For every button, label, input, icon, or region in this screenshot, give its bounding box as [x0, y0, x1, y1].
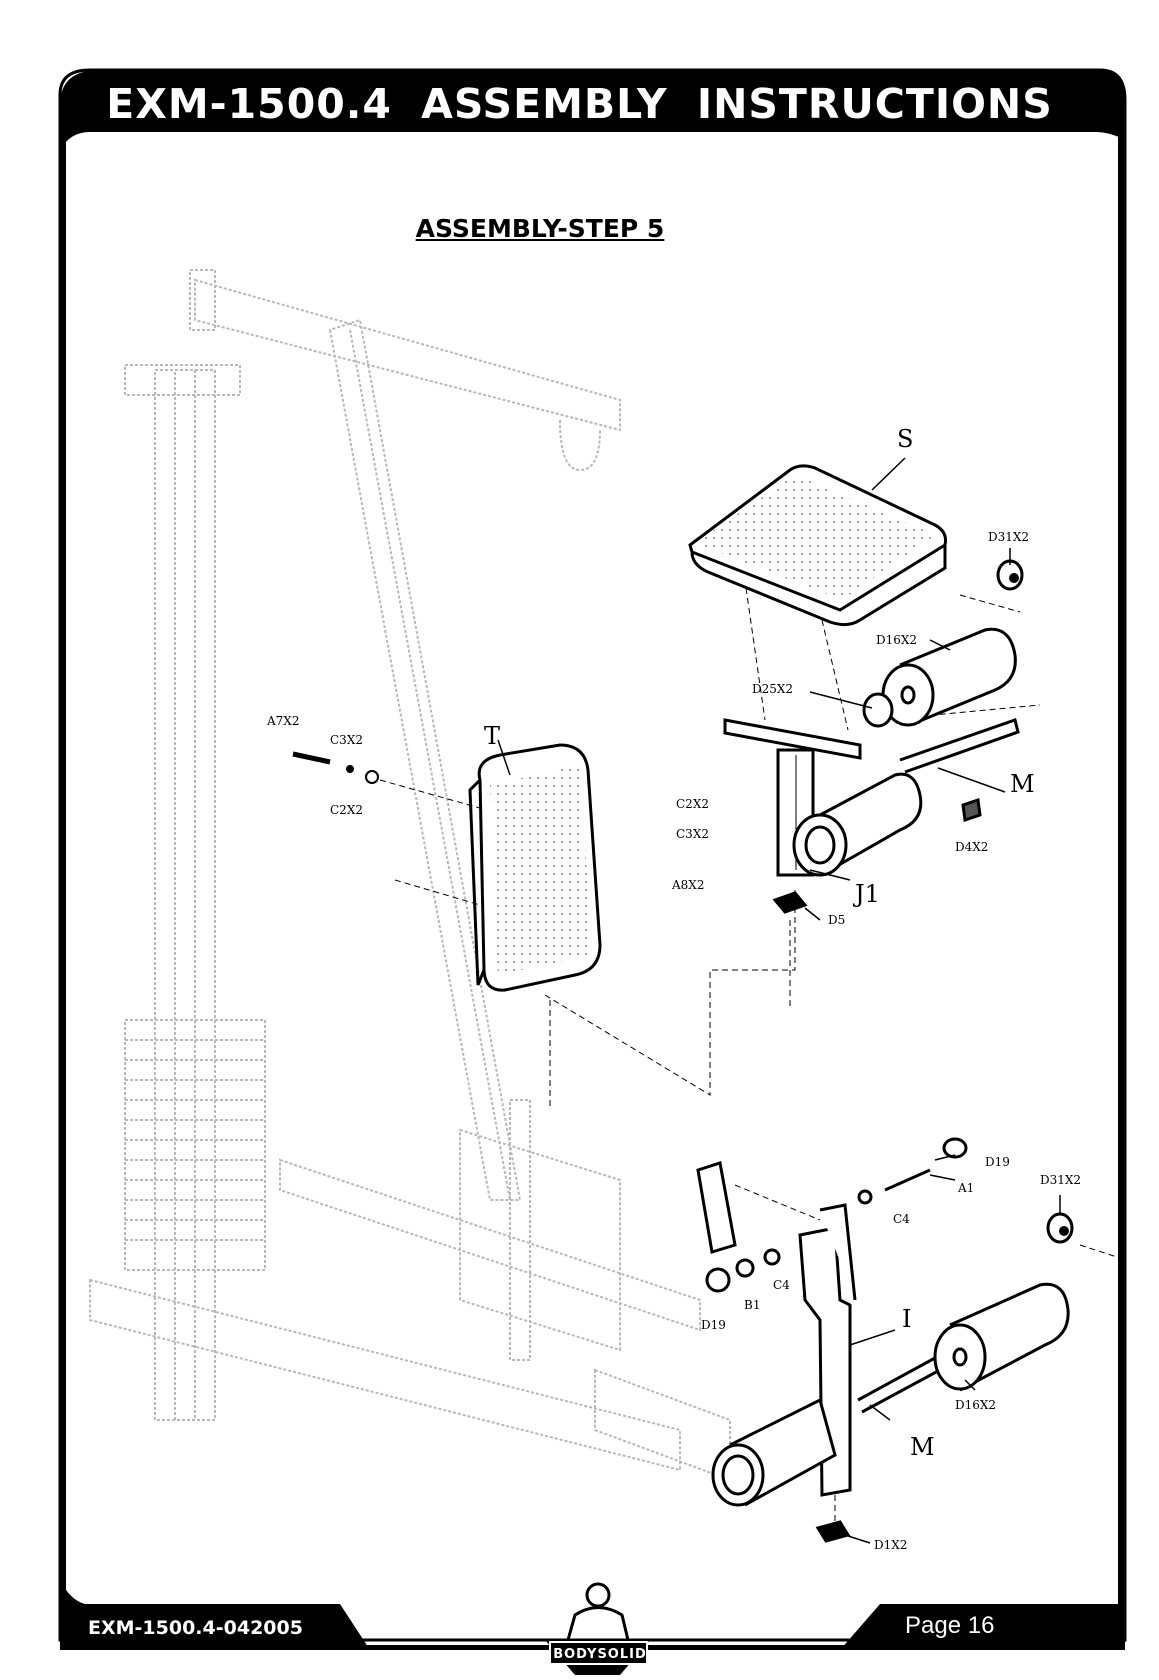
label-B1: B1: [744, 1298, 761, 1312]
label-D19-bottom: D19: [701, 1318, 726, 1332]
guide-lines-T: [379, 779, 796, 1110]
label-T: T: [484, 722, 501, 750]
document-code: EXM-1500.4-042005: [88, 1617, 303, 1639]
label-A1: A1: [958, 1181, 975, 1195]
label-S: S: [897, 425, 914, 453]
label-M-top: M: [1010, 770, 1035, 798]
footer-tab-left: [60, 1580, 370, 1650]
label-D19-top: D19: [985, 1155, 1010, 1169]
leader-lines: [497, 457, 1061, 1544]
label-C2X2-right: C2X2: [676, 797, 709, 811]
guide-lines-lower: [734, 1184, 1121, 1525]
body-solid-logo: [545, 1582, 650, 1675]
label-C4-top: C4: [893, 1212, 910, 1226]
roller-D16X2-bottom: [933, 1282, 1070, 1392]
label-D16X2-bottom: D16X2: [955, 1398, 997, 1412]
roller-D16X2-top: [862, 627, 1017, 728]
label-A7X2: A7X2: [267, 714, 300, 728]
frame-tab: [696, 1161, 737, 1254]
right-border: [1118, 100, 1125, 1640]
seat-bracket-J1: [723, 718, 1020, 914]
label-D5: D5: [828, 913, 846, 927]
seat-pad-S: [688, 464, 947, 627]
page-number: Page 16: [905, 1612, 995, 1639]
header-bar: [60, 70, 1125, 150]
label-I: I: [902, 1305, 912, 1333]
cap-D31X2-bottom: [1046, 1212, 1074, 1244]
label-C3X2-right: C3X2: [676, 827, 709, 841]
label-C3X2-left: C3X2: [330, 733, 363, 747]
left-border: [60, 100, 66, 1640]
machine-frame-ghost: [89, 269, 731, 1482]
step-title: ASSEMBLY-STEP 5: [415, 214, 665, 243]
label-D25X2: D25X2: [752, 682, 794, 696]
label-D31X2-top: D31X2: [988, 530, 1030, 544]
page-title: EXM-1500.4 ASSEMBLY INSTRUCTIONS: [106, 80, 1053, 128]
cap-D31X2-top: [996, 559, 1024, 591]
leg-lever-I: [705, 1137, 968, 1543]
label-J1: J1: [855, 880, 880, 908]
guide-lines-seat: [745, 587, 1041, 1010]
label-C4-bottom: C4: [773, 1278, 790, 1292]
label-D1X2: D1X2: [874, 1538, 908, 1552]
logo-wordmark: BODYSOLID: [553, 1647, 647, 1662]
label-D16X2-top: D16X2: [876, 633, 918, 647]
label-D31X2-bottom: D31X2: [1040, 1173, 1082, 1187]
back-pad-T: [468, 743, 602, 992]
bolt-A7X2: [292, 751, 379, 784]
label-A8X2: A8X2: [672, 878, 705, 892]
label-M-bottom: M: [910, 1433, 935, 1461]
label-D4X2: D4X2: [955, 840, 989, 854]
label-C2X2-left: C2X2: [330, 803, 363, 817]
footer-tab-right: [840, 1604, 1125, 1650]
